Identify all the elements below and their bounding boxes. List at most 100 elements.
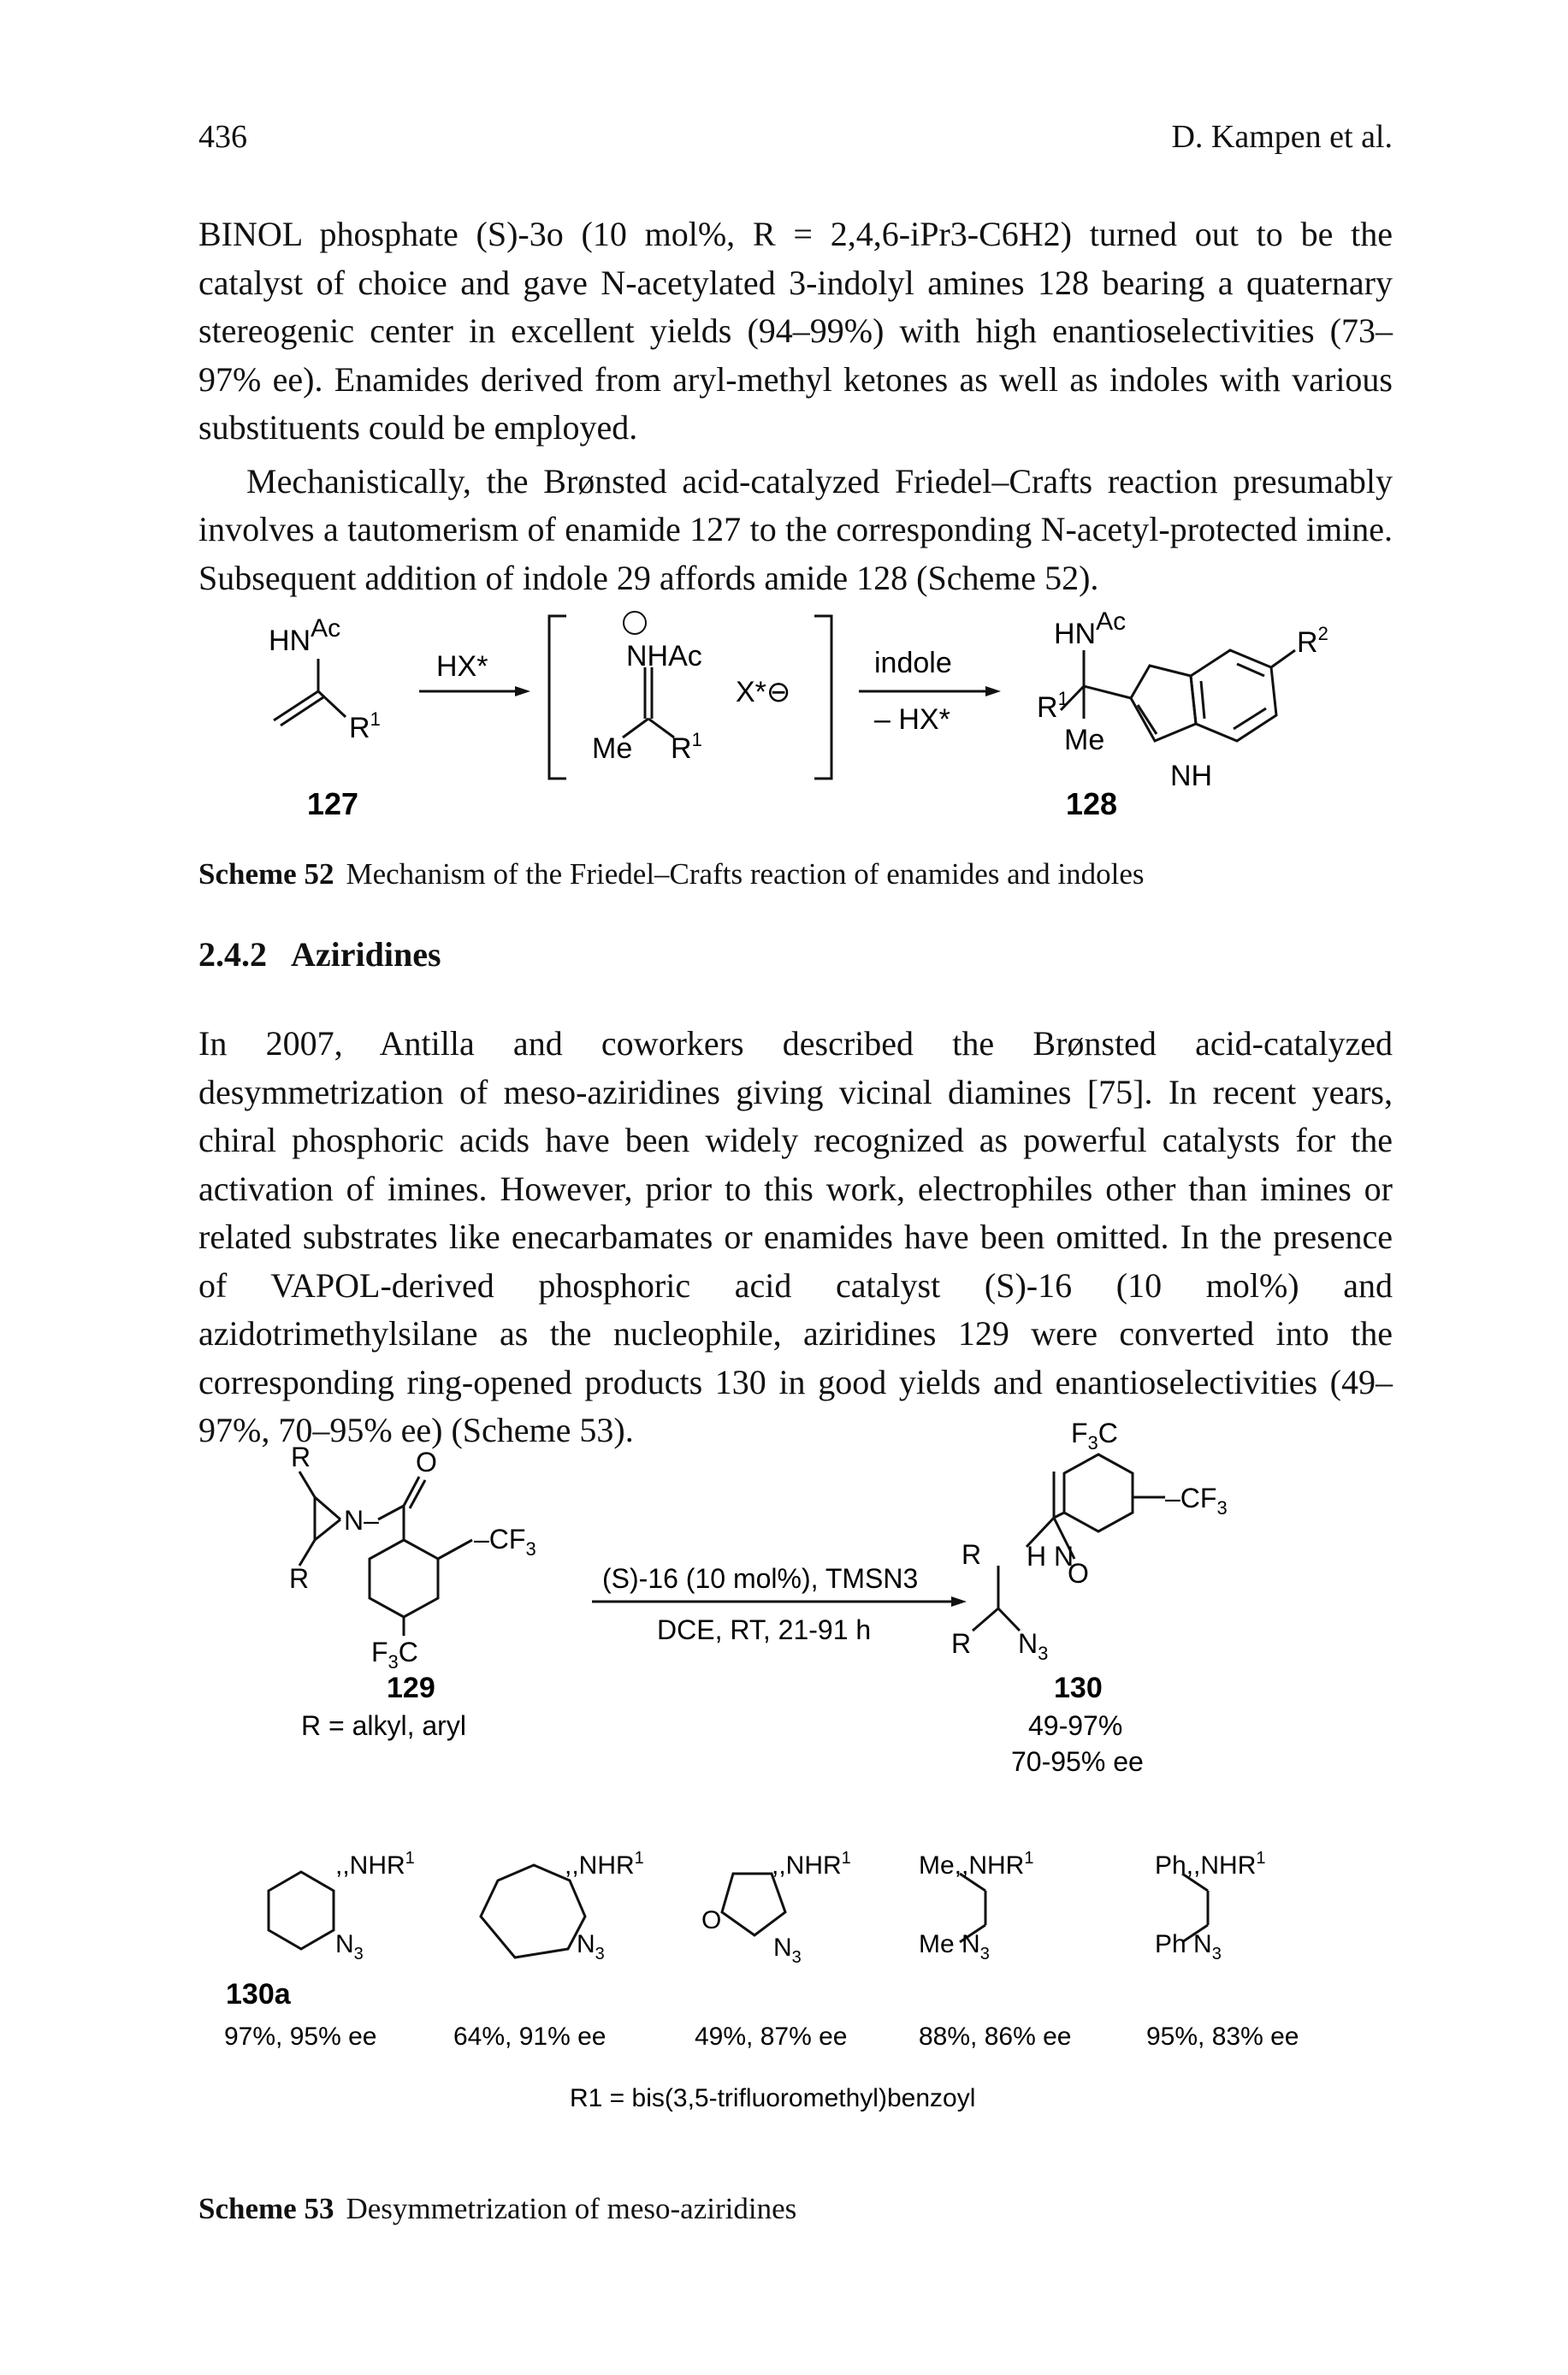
label-cf3: –CF3	[474, 1524, 536, 1560]
label-o: O	[416, 1447, 437, 1478]
label-n3-130: N3	[1018, 1628, 1048, 1664]
conditions-top: (S)-16 (10 mol%), TMSN3	[602, 1563, 918, 1594]
label-me: Me	[592, 732, 632, 765]
label-me-128: Me	[1064, 724, 1104, 756]
bond	[298, 1471, 317, 1498]
bond	[280, 696, 324, 727]
arrowhead-1	[515, 686, 530, 696]
cycloheptane-ring	[479, 1863, 587, 1959]
scheme-53-label: Scheme 53	[198, 2192, 334, 2225]
label-f3c-130: F3C	[1071, 1418, 1118, 1454]
carbonyl	[402, 1476, 421, 1507]
label-r-bottom: R	[289, 1563, 309, 1594]
thf-ring	[720, 1872, 787, 1937]
label-r1-128: R1	[1037, 688, 1068, 724]
r1-definition: R1 = bis(3,5-trifluoromethyl)benzoyl	[570, 2084, 975, 2112]
label-nhac: NHAc	[626, 640, 702, 672]
bond	[314, 1495, 341, 1521]
benzene-ring	[1189, 649, 1278, 743]
label-o-130: O	[1068, 1558, 1089, 1589]
label-cf3-130: –CF3	[1165, 1483, 1228, 1519]
bond	[1181, 1872, 1209, 1892]
product-result: 64%, 91% ee	[453, 2023, 606, 2051]
label-me-nhr1-d: Me,,NHR1	[919, 1849, 1033, 1880]
label-n3-b: N3	[577, 1930, 605, 1963]
paragraph-3: In 2007, Antilla and coworkers described…	[198, 1024, 1393, 1449]
label-me-n3-d: Me N3	[919, 1930, 990, 1963]
label-o-c: O	[701, 1906, 721, 1934]
label-nh: NH	[1170, 760, 1212, 792]
bond	[1059, 684, 1086, 712]
scheme-52-graphic: HNAc R1 127 HX* NHAc Me R1 X*⊖ indole – …	[269, 607, 1328, 821]
yield-range: 49-97%	[1028, 1710, 1122, 1741]
aryl-ring-129	[368, 1538, 440, 1619]
arrowhead-2	[985, 686, 1001, 696]
ee-range: 70-95% ee	[1011, 1746, 1144, 1777]
inner-bond	[1233, 707, 1267, 731]
bond	[972, 1607, 999, 1632]
bond	[1053, 1511, 1065, 1519]
section-title: Aziridines	[291, 935, 441, 974]
label-r2: R2	[1297, 623, 1328, 659]
bond	[959, 1872, 986, 1892]
inner-bond	[1199, 680, 1206, 720]
section-heading: 2.4.2 Aziridines	[198, 934, 441, 974]
bond	[314, 1518, 341, 1542]
plus-charge	[623, 611, 647, 635]
arrowhead	[951, 1596, 967, 1607]
label-r-130-top: R	[962, 1539, 981, 1570]
label-r1: R1	[349, 708, 381, 744]
bond	[317, 690, 347, 719]
r-definition: R = alkyl, aryl	[301, 1710, 466, 1741]
bond	[1083, 684, 1132, 700]
inner-bond	[1236, 662, 1265, 678]
inner-bond	[1136, 704, 1158, 735]
label-r-top: R	[291, 1442, 311, 1472]
product-result: 97%, 95% ee	[224, 2023, 376, 2051]
pyrrole-ring	[1129, 664, 1198, 743]
label-hn-ac-128: HNAc	[1054, 607, 1126, 650]
body-text-top: BINOL phosphate (S)-3o (10 mol%, R = 2,4…	[198, 210, 1393, 602]
bond	[959, 1923, 986, 1944]
reagent-hx: HX*	[436, 650, 488, 683]
label-f3c: F3C	[371, 1637, 418, 1673]
running-head: D. Kampen et al.	[1171, 119, 1393, 155]
aryl-ring-130	[1062, 1453, 1134, 1533]
conditions-bottom: DCE, RT, 21-91 h	[657, 1614, 871, 1645]
bond	[1025, 1516, 1056, 1549]
product-result: 88%, 86% ee	[919, 2023, 1071, 2051]
product-result: 95%, 83% ee	[1146, 2023, 1299, 2051]
label-nhr1-a: ,,NHR1	[335, 1849, 415, 1880]
section-number: 2.4.2	[198, 935, 267, 974]
counterion: X*⊖	[736, 676, 790, 708]
bond-r2	[1270, 649, 1296, 669]
label-h-n: H N	[1027, 1541, 1074, 1572]
scheme-52-caption-text: Mechanism of the Friedel–Crafts reaction…	[346, 857, 1145, 891]
bond	[997, 1607, 1021, 1632]
reagent-minus-hx: – HX*	[874, 703, 950, 736]
body-text-aziridines: In 2007, Antilla and coworkers described…	[198, 1020, 1393, 1455]
label-hn-ac: HNAc	[269, 614, 340, 657]
bond	[298, 1539, 317, 1567]
carbonyl	[1052, 1517, 1076, 1560]
compound-128: 128	[1066, 786, 1117, 821]
label-r1-iminium: R1	[671, 729, 702, 765]
bond	[648, 717, 675, 739]
bond	[437, 1538, 473, 1561]
compound-130: 130	[1054, 1672, 1103, 1704]
bond	[273, 690, 319, 722]
carbonyl	[408, 1479, 427, 1509]
label-ph-n3-e: Ph N3	[1155, 1930, 1222, 1963]
paragraph-2: Mechanistically, the Brønsted acid-catal…	[198, 461, 1393, 597]
label-n: N–	[344, 1505, 379, 1536]
label-n3-a: N3	[335, 1930, 364, 1963]
bracket-right	[814, 614, 833, 780]
bond	[377, 1504, 405, 1521]
product-label-130a: 130a	[226, 1978, 292, 2011]
bracket-left	[547, 614, 566, 780]
label-n3-c: N3	[773, 1934, 802, 1967]
reagent-indole: indole	[874, 647, 952, 679]
bond	[622, 717, 649, 739]
